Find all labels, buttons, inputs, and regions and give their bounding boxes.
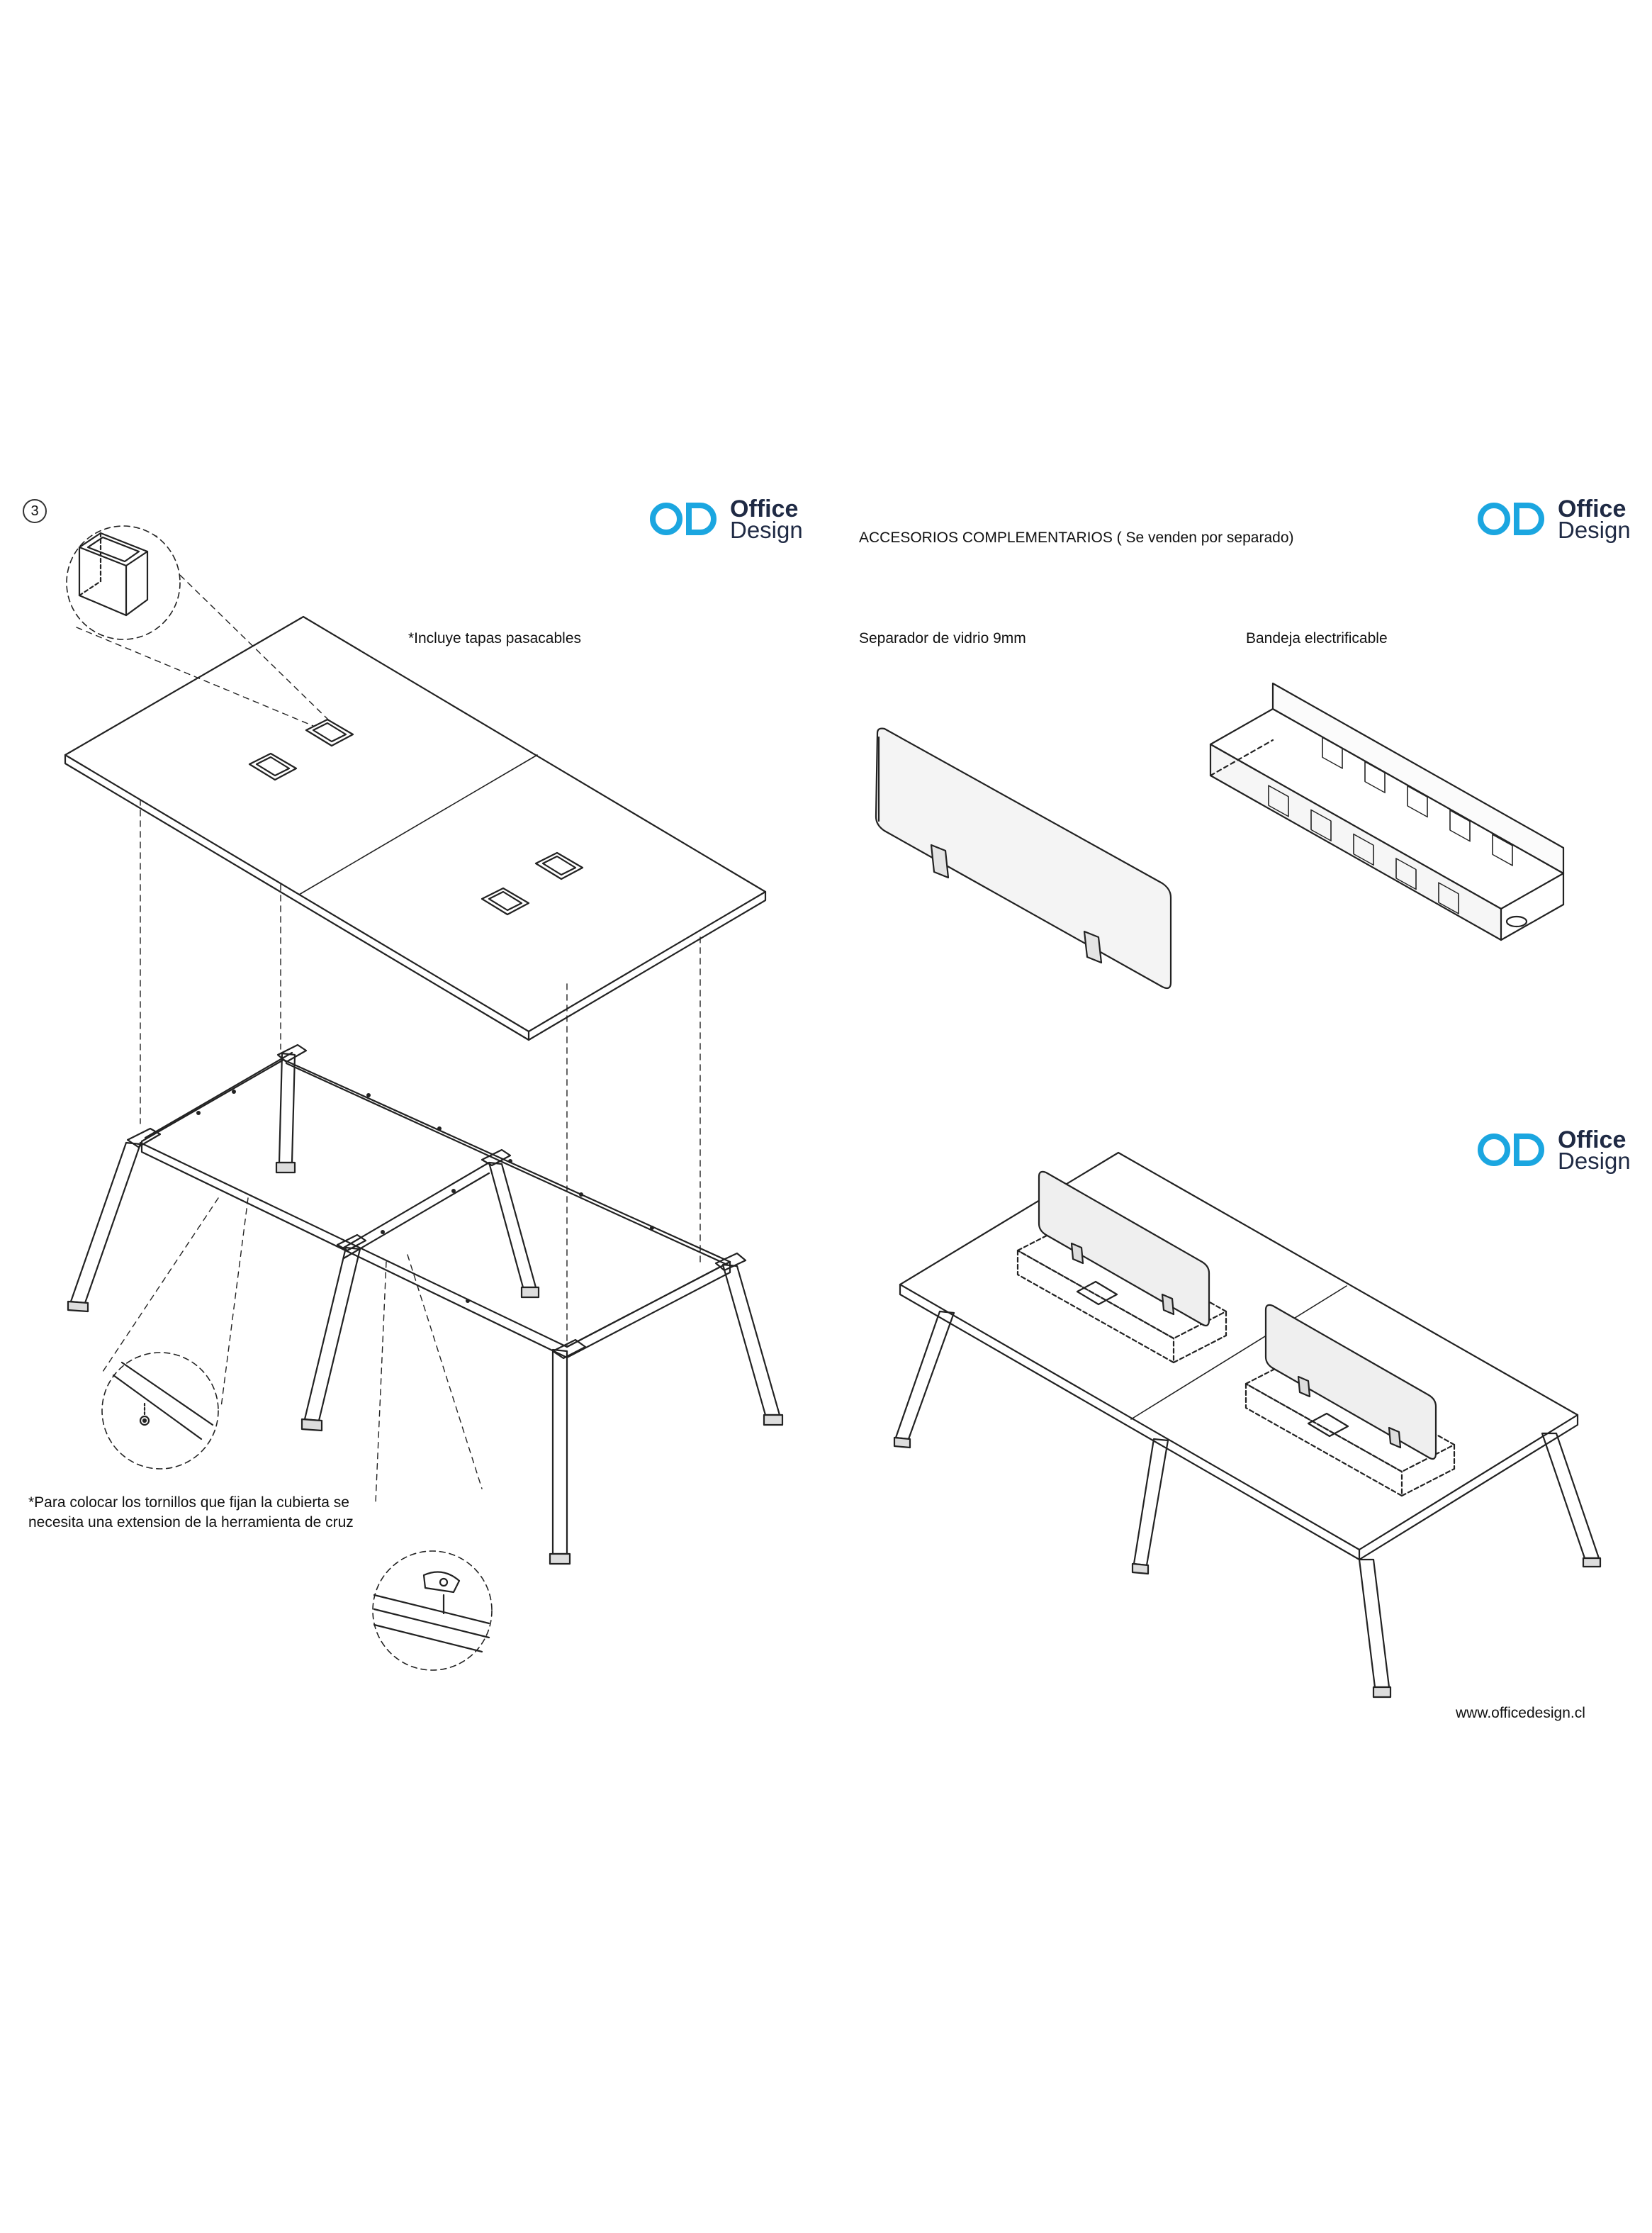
glass-separator: [875, 727, 1172, 990]
screw-note-line-1: *Para colocar los tornillos que fijan la…: [28, 1494, 349, 1511]
website-url[interactable]: www.officedesign.cl: [1456, 1705, 1585, 1721]
logo-word-office: Office: [730, 496, 799, 522]
detail-circle-b-right: [372, 1550, 493, 1671]
table-top: [64, 615, 767, 1041]
glass-separator-label: Separador de vidrio 9mm: [859, 630, 1026, 647]
logo-word-design: Design: [730, 517, 803, 543]
logo-word-office: Office: [1558, 496, 1626, 522]
od-logo-icon: [1478, 1134, 1544, 1166]
logo-word-design: Design: [1558, 517, 1631, 543]
cable-grommet: [305, 718, 354, 747]
cable-grommet: [534, 851, 584, 880]
logo-word-office: Office: [1558, 1126, 1626, 1153]
detail-circle-b-left: [101, 1352, 219, 1470]
office-design-logo-3: Office Design: [1477, 1127, 1640, 1177]
cable-tray-label: Bandeja electrificable: [1246, 630, 1388, 647]
step-number: 3: [23, 499, 47, 523]
screw-note: *Para colocar los tornillos que fijan la…: [28, 1493, 354, 1533]
screw-note-line-2: necesita una extension de la herramienta…: [28, 1514, 354, 1530]
accessories-heading: ACCESORIOS COMPLEMENTARIOS ( Se venden p…: [859, 530, 1294, 546]
electrifiable-tray: [1209, 682, 1565, 941]
alignment-lines: [76, 552, 701, 1504]
od-logo-icon: [1478, 503, 1544, 535]
od-logo-icon: [650, 503, 717, 535]
table-frame: [67, 1043, 784, 1565]
detail-circle-a: [66, 525, 181, 640]
cable-grommet: [481, 887, 530, 916]
includes-cable-caps-note: *Incluye tapas pasacables: [408, 630, 581, 647]
cable-grommet: [248, 752, 298, 781]
assembled-desk: [893, 1151, 1602, 1698]
office-design-logo-1: Office Design: [649, 496, 812, 546]
office-design-logo-2: Office Design: [1477, 496, 1640, 546]
logo-word-design: Design: [1558, 1148, 1631, 1174]
